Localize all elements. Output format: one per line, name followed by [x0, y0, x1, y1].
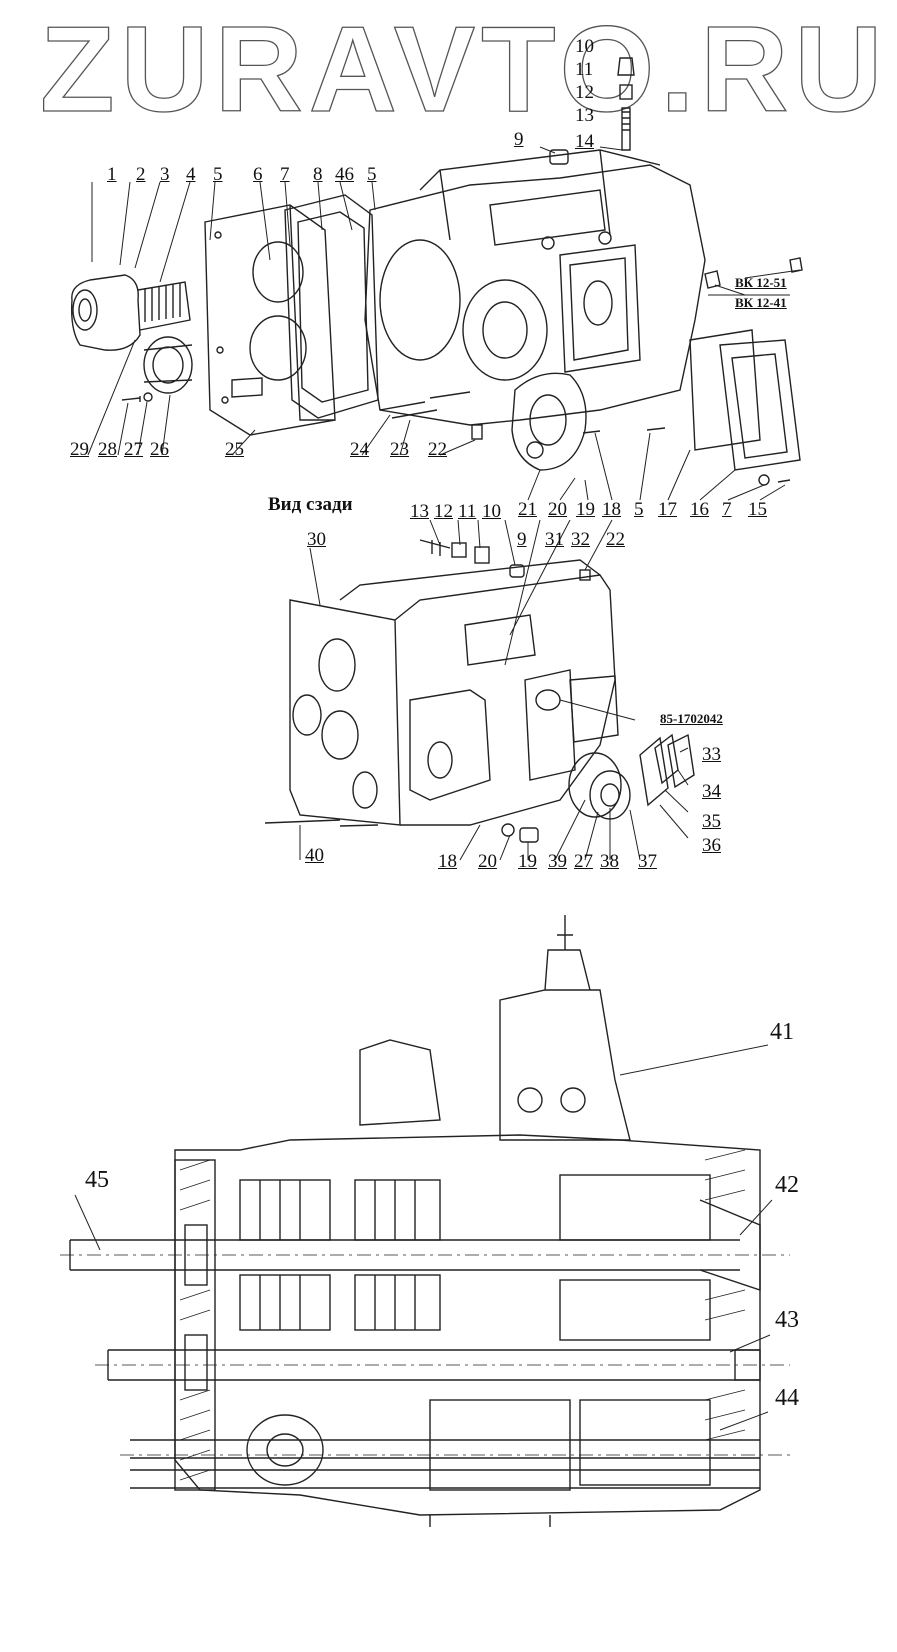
side-cover: [689, 329, 801, 471]
callout-8: 8: [313, 164, 323, 185]
callout-2: 2: [136, 164, 146, 185]
callout-33: 33: [702, 744, 721, 765]
callout-35: 35: [702, 811, 721, 832]
callout-19b: 19: [518, 851, 537, 872]
sensor-stack-rear: [419, 539, 490, 564]
callout-37: 37: [638, 851, 657, 872]
callout-21: 21: [518, 499, 537, 520]
callout-14: 14: [575, 131, 594, 152]
callout-5b: 5: [367, 164, 377, 185]
callout-41: 41: [770, 1019, 794, 1045]
plug-22: [471, 424, 483, 440]
callout-46: 46: [335, 164, 354, 185]
callout-7b: 7: [722, 499, 732, 520]
callout-3: 3: [160, 164, 170, 185]
callout-34: 34: [702, 781, 721, 802]
callout-7: 7: [280, 164, 290, 185]
gearbox-section: [60, 915, 790, 1527]
callout-11: 11: [575, 59, 594, 80]
callout-11b: 11: [458, 501, 477, 522]
callout-18: 18: [602, 499, 621, 520]
callout-45: 45: [85, 1167, 109, 1193]
pins: [582, 427, 666, 434]
flange-ring: [143, 336, 193, 394]
callout-44: 44: [775, 1385, 799, 1411]
part-number-label: 85-1702042: [660, 711, 723, 726]
sensor-label-bk-12-51: ВК 12-51: [735, 275, 787, 290]
callout-9: 9: [514, 129, 524, 150]
sensor-switches: [704, 257, 803, 289]
callout-38: 38: [600, 851, 619, 872]
callout-22: 22: [428, 439, 447, 460]
callout-15: 15: [748, 499, 767, 520]
callout-6: 6: [253, 164, 263, 185]
callout-13b: 13: [410, 501, 429, 522]
callout-43: 43: [775, 1307, 799, 1333]
callout-36: 36: [702, 835, 721, 856]
callout-26: 26: [150, 439, 169, 460]
callout-22b: 22: [606, 529, 625, 550]
callout-29: 29: [70, 439, 89, 460]
gearbox-housing-rear: [289, 559, 619, 826]
plate-25: [204, 204, 336, 436]
callout-17: 17: [658, 499, 677, 520]
pump-assembly: [568, 752, 631, 820]
watermark-logo: ZURAVTO.RU: [39, 1, 889, 137]
callout-42: 42: [775, 1172, 799, 1198]
callout-20: 20: [548, 499, 567, 520]
callout-13: 13: [575, 105, 594, 126]
seal-set: [639, 733, 695, 807]
callout-27: 27: [124, 439, 143, 460]
release-bearing-housing: [70, 274, 191, 351]
bolt-15: [777, 479, 791, 483]
callout-32: 32: [571, 529, 590, 550]
flange-21: [511, 372, 587, 471]
callout-5: 5: [213, 164, 223, 185]
callout-24: 24: [350, 439, 369, 460]
gearbox-housing-top: [364, 149, 706, 426]
callout-40: 40: [305, 845, 324, 866]
callout-10: 10: [575, 36, 594, 57]
dowel-pins: [379, 391, 471, 419]
callout-9b: 9: [517, 529, 527, 550]
callout-10b: 10: [482, 501, 501, 522]
callout-28: 28: [98, 439, 117, 460]
callout-19: 19: [576, 499, 595, 520]
callout-1: 1: [107, 164, 117, 185]
callout-4: 4: [186, 164, 196, 185]
callout-31: 31: [545, 529, 564, 550]
callout-39: 39: [548, 851, 567, 872]
callout-30: 30: [307, 529, 326, 550]
callout-12b: 12: [434, 501, 453, 522]
sensor-stack-top: [617, 57, 635, 151]
plug-9: [549, 149, 569, 165]
callout-5c: 5: [634, 499, 644, 520]
callout-20b: 20: [478, 851, 497, 872]
callout-16: 16: [690, 499, 709, 520]
rear-dowels: [264, 819, 379, 827]
callout-18b: 18: [438, 851, 457, 872]
view-caption: Вид сзади: [268, 494, 353, 515]
callout-27b: 27: [574, 851, 593, 872]
bolt: [121, 396, 141, 402]
callout-25: 25: [225, 439, 244, 460]
callout-23: 23: [390, 439, 409, 460]
callout-12: 12: [575, 82, 594, 103]
sensor-label-bk-12-41: ВК 12-41: [735, 295, 787, 310]
